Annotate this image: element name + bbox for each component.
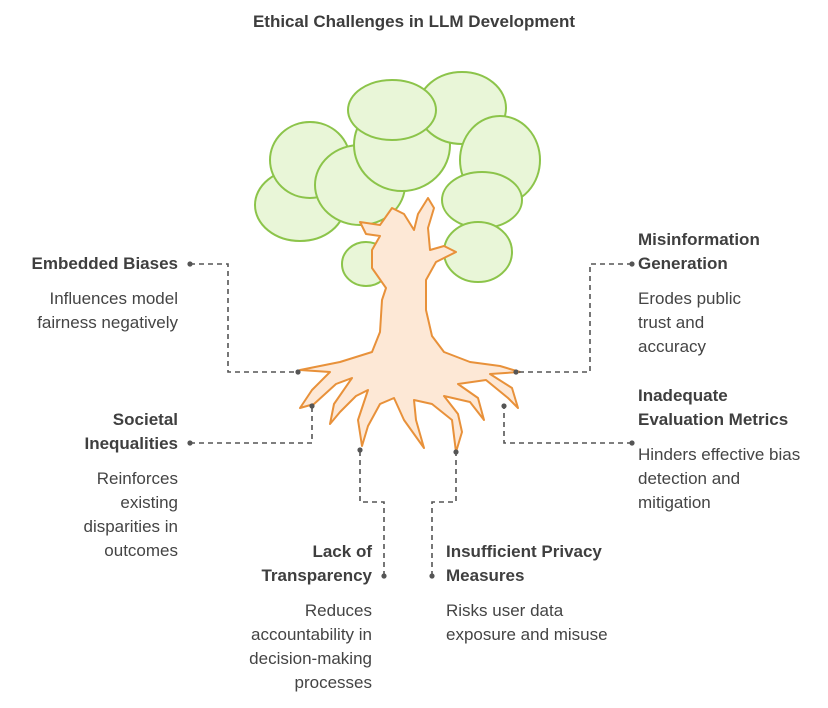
item-description: Risks user data exposure and misuse <box>446 601 608 644</box>
item-insufficient-privacy: Insufficient Privacy Measures Risks user… <box>446 540 621 647</box>
item-description: Hinders effective bias detection and mit… <box>638 445 801 512</box>
connectors <box>190 263 632 576</box>
item-description: Influences model fairness negatively <box>37 289 178 332</box>
item-embedded-biases: Embedded Biases Influences model fairnes… <box>10 252 178 335</box>
connector-dots <box>187 261 635 579</box>
item-misinformation-generation: Misinformation Generation Erodes public … <box>638 228 760 359</box>
item-description: Erodes public trust and accuracy <box>638 289 742 356</box>
tree-foliage <box>254 71 541 287</box>
item-heading: Misinformation Generation <box>638 230 760 273</box>
item-description: Reinforces existing disparities in outco… <box>83 469 179 560</box>
item-heading: Inadequate Evaluation Metrics <box>638 386 789 429</box>
diagram-title: Ethical Challenges in LLM Development <box>252 12 576 31</box>
item-inadequate-evaluation: Inadequate Evaluation Metrics Hinders ef… <box>638 384 808 515</box>
item-societal-inequalities: Societal Inequalities Reinforces existin… <box>60 408 179 563</box>
item-heading: Lack of Transparency <box>261 542 372 585</box>
item-heading: Embedded Biases <box>31 254 178 273</box>
item-heading: Insufficient Privacy Measures <box>446 542 602 585</box>
item-lack-of-transparency: Lack of Transparency Reduces accountabil… <box>215 540 372 695</box>
tree-trunk <box>299 197 521 453</box>
item-heading: Societal Inequalities <box>84 410 178 453</box>
item-description: Reduces accountability in decision-makin… <box>249 601 372 692</box>
